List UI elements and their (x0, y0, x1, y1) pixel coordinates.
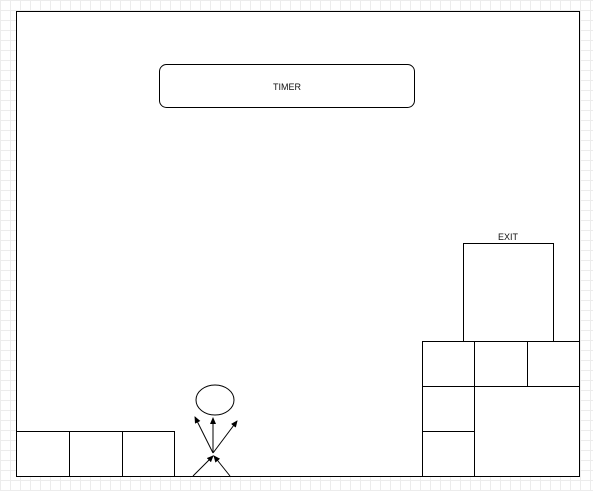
player-head (195, 384, 235, 416)
stack-block-large (474, 386, 580, 477)
player-arm-right (212, 420, 238, 454)
floor-block (122, 431, 175, 477)
exit-label: EXIT (498, 232, 519, 242)
exit-door: EXIT (463, 232, 554, 342)
player-stick-figure (192, 384, 238, 477)
timer-label: TIMER (273, 82, 301, 92)
left-floor-blocks (16, 431, 175, 477)
timer-box: TIMER (159, 64, 415, 108)
player-leg-right (213, 455, 231, 477)
player-leg-left (192, 455, 214, 477)
player-arm-left (194, 416, 214, 454)
